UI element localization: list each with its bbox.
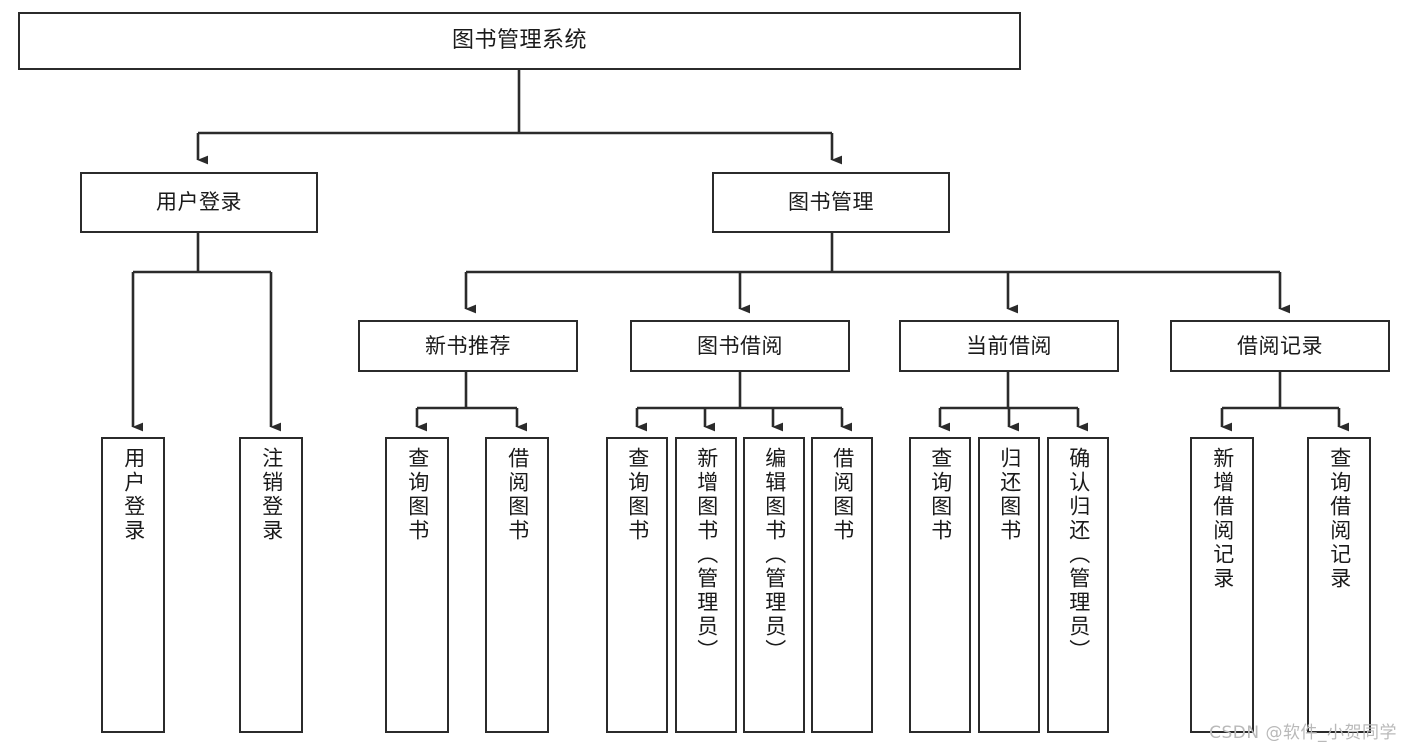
node-leaf-query-book-c[interactable]: 查询图书 [909, 437, 971, 733]
node-current-borrow[interactable]: 当前借阅 [899, 320, 1119, 372]
node-leaf-add-book-label: 新增图书（管理员） [694, 447, 719, 663]
node-user-login[interactable]: 用户登录 [80, 172, 318, 233]
node-leaf-query-record[interactable]: 查询借阅记录 [1307, 437, 1371, 733]
node-leaf-query-book-c-label: 查询图书 [928, 447, 953, 543]
node-borrow-record[interactable]: 借阅记录 [1170, 320, 1390, 372]
node-leaf-logout[interactable]: 注销登录 [239, 437, 303, 733]
node-leaf-query-book-b[interactable]: 查询图书 [606, 437, 668, 733]
node-leaf-query-book-a-label: 查询图书 [405, 447, 430, 543]
node-borrow-record-label: 借阅记录 [1237, 333, 1323, 358]
node-book-borrow[interactable]: 图书借阅 [630, 320, 850, 372]
node-book-borrow-label: 图书借阅 [697, 333, 783, 358]
node-root-label: 图书管理系统 [451, 28, 587, 54]
node-leaf-return-book-label: 归还图书 [997, 447, 1022, 543]
node-leaf-logout-label: 注销登录 [259, 447, 284, 543]
node-leaf-borrow-book-a-label: 借阅图书 [505, 447, 530, 543]
node-leaf-confirm-return[interactable]: 确认归还（管理员） [1047, 437, 1109, 733]
node-leaf-add-record[interactable]: 新增借阅记录 [1190, 437, 1254, 733]
node-book-manage-label: 图书管理 [788, 190, 874, 215]
node-leaf-query-record-label: 查询借阅记录 [1327, 447, 1352, 591]
node-leaf-query-book-b-label: 查询图书 [625, 447, 650, 543]
node-leaf-add-book[interactable]: 新增图书（管理员） [675, 437, 737, 733]
node-leaf-borrow-book-b-label: 借阅图书 [830, 447, 855, 543]
node-leaf-borrow-book-b[interactable]: 借阅图书 [811, 437, 873, 733]
node-current-borrow-label: 当前借阅 [966, 333, 1052, 358]
node-leaf-confirm-return-label: 确认归还（管理员） [1066, 447, 1091, 663]
node-leaf-add-record-label: 新增借阅记录 [1210, 447, 1235, 591]
node-new-book-recommend[interactable]: 新书推荐 [358, 320, 578, 372]
node-new-book-recommend-label: 新书推荐 [425, 333, 511, 358]
node-leaf-user-login[interactable]: 用户登录 [101, 437, 165, 733]
node-leaf-user-login-label: 用户登录 [121, 447, 146, 543]
node-root[interactable]: 图书管理系统 [18, 12, 1021, 70]
node-leaf-query-book-a[interactable]: 查询图书 [385, 437, 449, 733]
node-leaf-edit-book[interactable]: 编辑图书（管理员） [743, 437, 805, 733]
watermark-text: CSDN @软件_小贺同学 [1209, 723, 1397, 743]
node-leaf-return-book[interactable]: 归还图书 [978, 437, 1040, 733]
node-leaf-borrow-book-a[interactable]: 借阅图书 [485, 437, 549, 733]
node-leaf-edit-book-label: 编辑图书（管理员） [762, 447, 787, 663]
node-book-manage[interactable]: 图书管理 [712, 172, 950, 233]
node-user-login-label: 用户登录 [156, 190, 242, 215]
